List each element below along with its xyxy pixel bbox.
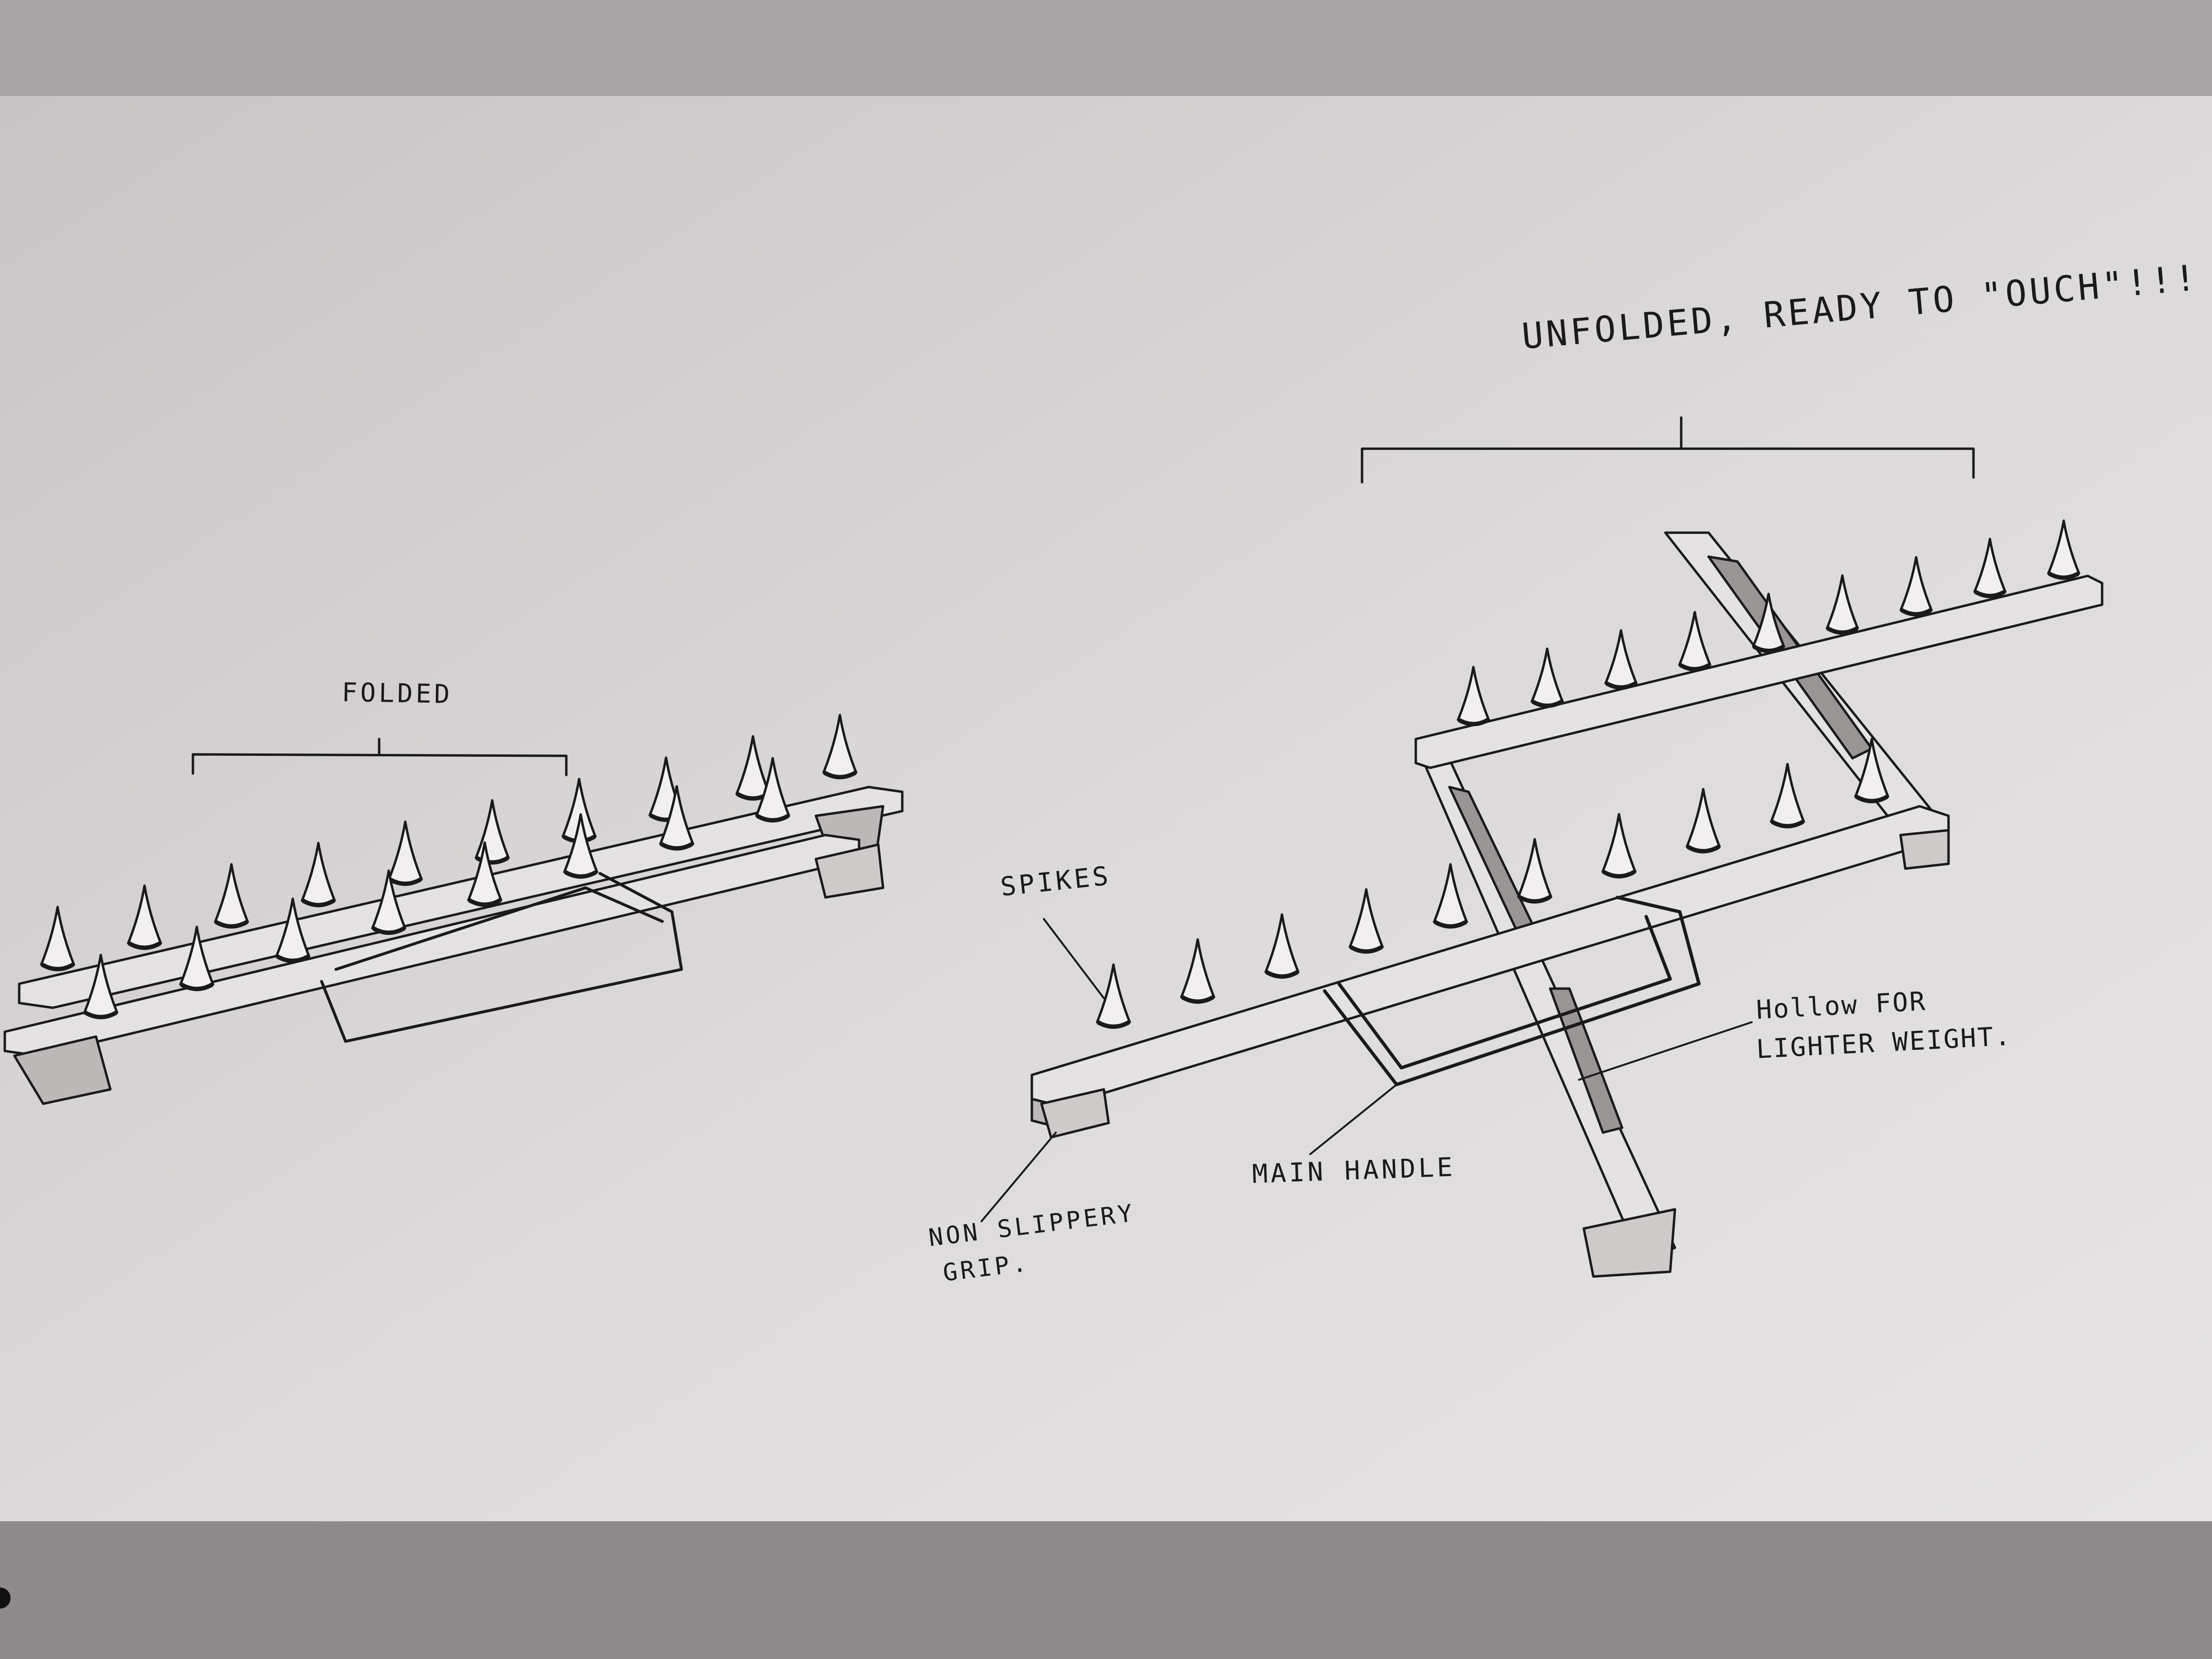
spike-base	[388, 877, 422, 886]
spike-base	[215, 920, 248, 929]
spike-base	[756, 814, 789, 823]
spike-base	[1602, 870, 1636, 879]
folded-grip-foot	[814, 843, 885, 899]
spike-base	[301, 898, 335, 907]
handle-leader-line	[1309, 1084, 1398, 1155]
spike-base	[1827, 626, 1858, 635]
spike-base	[41, 963, 74, 971]
grip-foot-bottom	[1582, 1208, 1676, 1278]
spike-base	[372, 926, 406, 935]
upper-spike-bar	[1414, 574, 2104, 769]
main-handle-callout: MAIN HANDLE	[1251, 1152, 1456, 1189]
unfolded-bracket	[1361, 416, 1975, 484]
camera-corner-shadow	[0, 1587, 11, 1609]
spike-base	[1265, 970, 1299, 979]
spike-base	[823, 771, 857, 779]
folded-bracket	[191, 738, 568, 776]
spike-base	[1458, 718, 1489, 727]
spike-base	[276, 954, 310, 963]
spike-base	[1605, 681, 1637, 690]
spike-base	[128, 941, 161, 950]
spike-base	[1900, 608, 1932, 617]
lower-arm-slot-2	[1549, 987, 1624, 1134]
spike-base	[1770, 820, 1804, 828]
grip-leader-line	[980, 1132, 1057, 1222]
spike-base	[660, 842, 693, 851]
spike-base	[2048, 572, 2080, 580]
paper-sheet	[0, 96, 2212, 1524]
spike-base	[1097, 1020, 1130, 1029]
spike-layer	[40, 519, 2080, 1029]
grip-foot-right	[1899, 829, 1950, 870]
spike-base	[1686, 845, 1720, 854]
hollow-leader-line	[1578, 1021, 1753, 1081]
folded-handle	[320, 872, 683, 1043]
table-surface-top	[0, 0, 2212, 103]
spike-base	[1181, 995, 1215, 1004]
spike-base	[1679, 663, 1710, 671]
grip-foot-left	[1040, 1088, 1110, 1139]
spike-base	[1531, 699, 1563, 708]
spikes-leader-line	[1043, 918, 1105, 999]
spike-base	[476, 856, 509, 865]
spike-base	[1753, 645, 1784, 653]
spike-base	[564, 870, 598, 879]
spike-base	[1974, 590, 2006, 598]
table-surface-bottom	[0, 1521, 2212, 1659]
spike-base	[468, 898, 502, 907]
folded-label: FOLDED	[341, 677, 453, 710]
spike-base	[1434, 920, 1467, 929]
main-handle	[1323, 895, 1701, 1086]
spike-base	[1350, 945, 1383, 954]
folded-front-bar-lower	[13, 1035, 112, 1105]
spike-base	[84, 1011, 118, 1019]
spike-base	[1855, 795, 1889, 803]
spike-base	[1518, 895, 1552, 904]
spike-base	[180, 982, 214, 991]
